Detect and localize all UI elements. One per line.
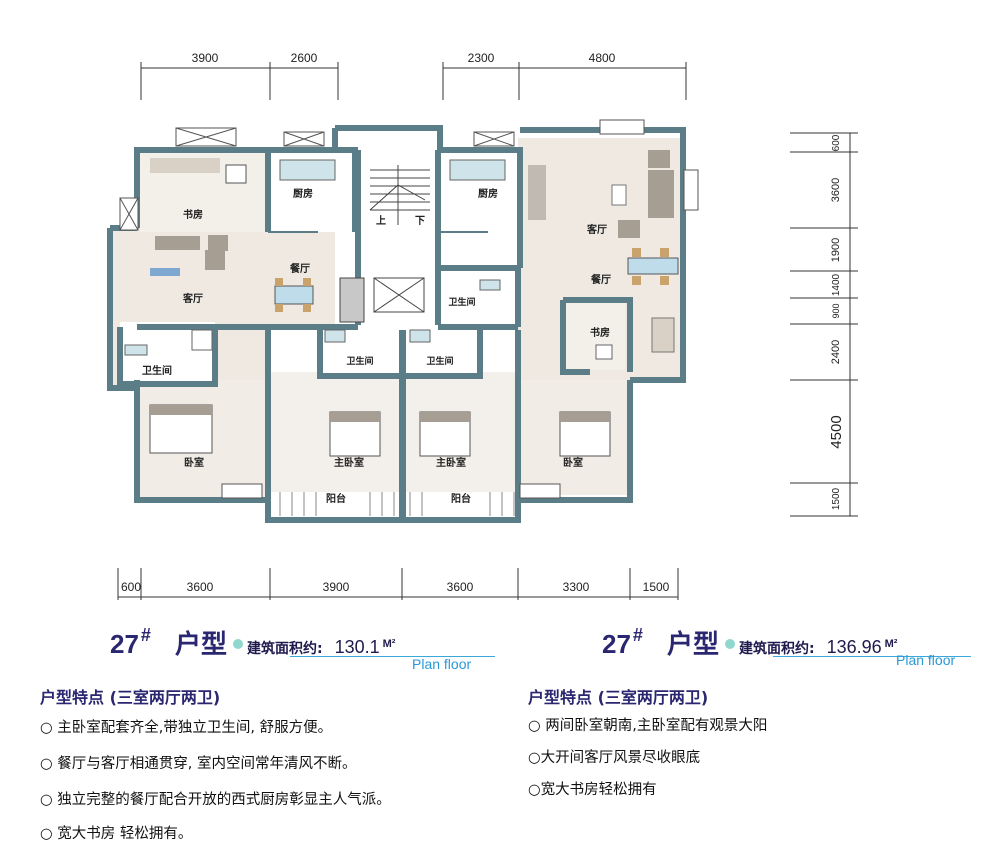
room-bath-mid-right: 卫生间	[426, 355, 453, 367]
left-unit-sup: #	[140, 625, 151, 645]
room-balcony-right: 阳台	[451, 492, 471, 505]
room-bedroom-left: 卧室	[184, 456, 204, 469]
dim-bottom-6: 1500	[643, 580, 670, 594]
balcony-railings	[279, 492, 515, 516]
left-area-value: 130.1	[334, 637, 380, 657]
right-unit-label: 户型	[666, 630, 719, 660]
left-unit-number: 27	[110, 629, 139, 659]
room-master-left: 主卧室	[334, 456, 364, 469]
bullet-dot-icon	[232, 639, 243, 649]
right-unit-sup: #	[632, 625, 643, 645]
left-feature-3: ○ 独立完整的餐厅配合开放的西式厨房彰显主人气派。	[40, 792, 391, 808]
left-features-title: 户型特点 (三室两厅两卫)	[40, 688, 221, 707]
right-area-underline	[773, 656, 971, 657]
dim-bottom-4: 3600	[447, 580, 474, 594]
elevator-shafts	[339, 277, 425, 323]
window-marks	[119, 127, 515, 231]
left-feature-1: ○ 主卧室配套齐全,带独立卫生间, 舒服方便。	[40, 720, 333, 736]
room-balcony-left: 阳台	[326, 492, 346, 505]
dim-right-2: 3600	[830, 178, 842, 202]
right-unit-title: 27 # 户型 建筑面积约: 136.96 M²	[602, 624, 897, 661]
room-master-right: 主卧室	[436, 456, 466, 469]
dim-right-1: 600	[831, 134, 842, 151]
bullet-dot-icon	[724, 639, 735, 649]
dim-right-7: 4500	[828, 415, 845, 448]
dim-top-4: 4800	[589, 51, 616, 65]
right-feature-1: ○ 两间卧室朝南,主卧室配有观景大阳	[528, 718, 768, 734]
room-study-right: 书房	[590, 326, 610, 339]
room-living-right: 客厅	[586, 223, 607, 236]
right-area-value: 136.96	[826, 637, 882, 657]
dim-bottom-2: 3600	[187, 580, 214, 594]
right-area-unit: M²	[884, 638, 898, 650]
right-area-label: 建筑面积约:	[738, 641, 815, 657]
room-study-left: 书房	[183, 208, 203, 221]
room-fills	[110, 138, 683, 516]
dim-right-4: 1400	[831, 273, 842, 296]
room-dining-left: 餐厅	[289, 262, 310, 275]
room-bath-left: 卫生间	[142, 364, 172, 377]
dim-bottom-5: 3300	[563, 580, 590, 594]
floor-plan: 3900 2600 2300 4800 600 3600 3900 3600 3…	[107, 51, 858, 600]
stairwell	[369, 165, 430, 225]
furniture	[124, 150, 679, 457]
left-unit-label: 户型	[174, 630, 227, 660]
left-plan-floor: Plan floor	[412, 656, 472, 672]
room-kitchen-left: 厨房	[293, 187, 313, 200]
room-living-left: 客厅	[182, 292, 203, 305]
dim-right-3: 1900	[830, 238, 842, 262]
stair-up-label: 上	[376, 214, 386, 227]
dim-top-2: 2600	[291, 51, 318, 65]
right-feature-3: ○宽大书房轻松拥有	[528, 782, 657, 798]
room-dining-right: 餐厅	[590, 273, 611, 286]
left-area-label: 建筑面积约:	[246, 641, 323, 657]
left-area-unit: M²	[382, 638, 396, 650]
dim-right-5: 900	[831, 303, 841, 318]
dim-top-3: 2300	[468, 51, 495, 65]
right-feature-2: ○大开间客厅风景尽收眼底	[528, 750, 701, 766]
right-plan-floor: Plan floor	[896, 652, 956, 668]
left-area-underline	[290, 656, 495, 657]
dim-bottom-3: 3900	[323, 580, 350, 594]
room-kitchen-right: 厨房	[478, 187, 498, 200]
dim-bottom-1: 600	[121, 580, 141, 594]
room-bath-mid-left: 卫生间	[346, 355, 373, 367]
inner-walls	[268, 231, 488, 520]
walls	[107, 125, 686, 523]
dim-top-1: 3900	[192, 51, 219, 65]
left-feature-4: ○ 宽大书房 轻松拥有。	[40, 826, 193, 842]
left-feature-2: ○ 餐厅与客厅相通贯穿, 室内空间常年清风不断。	[40, 756, 357, 772]
dimension-lines	[117, 62, 858, 600]
room-bath-right-small: 卫生间	[448, 296, 475, 308]
right-unit-number: 27	[602, 629, 631, 659]
dim-right-6: 2400	[830, 340, 842, 364]
left-unit-title: 27 # 户型 建筑面积约: 130.1 M²	[110, 624, 395, 661]
room-bedroom-right: 卧室	[563, 456, 583, 469]
right-features-title: 户型特点 (三室两厅两卫)	[528, 688, 709, 707]
stair-down-label: 下	[415, 215, 425, 227]
dim-right-8: 1500	[831, 487, 842, 510]
